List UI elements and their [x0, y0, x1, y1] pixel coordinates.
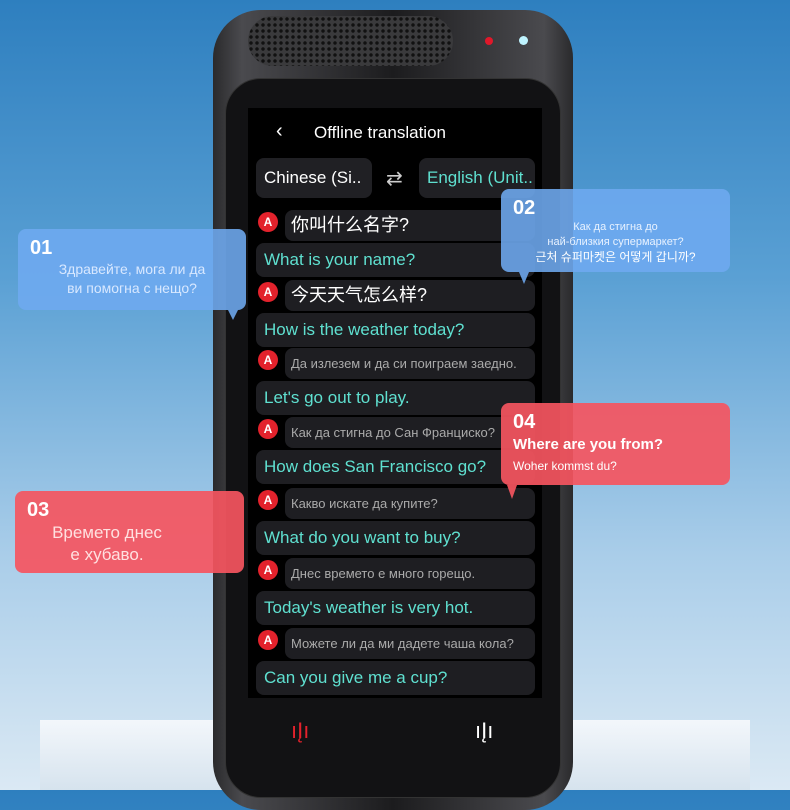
callout-number: 04	[513, 411, 536, 433]
left-voice-button[interactable]: ıĮı	[291, 718, 310, 743]
translated-text: Can you give me a cup?	[256, 661, 535, 695]
speaker-a-badge-icon: A	[258, 560, 278, 580]
callout-02: 02 Как да стигна до най-близкия супермар…	[501, 189, 730, 284]
back-icon[interactable]: ‹	[276, 120, 283, 142]
callout-number: 03	[27, 499, 50, 521]
callout-line: Здравейте, мога ли да	[58, 261, 206, 277]
page-title: Offline translation	[314, 123, 446, 142]
translated-text: Let's go out to play.	[256, 381, 535, 415]
source-text: Днес времето е много горещо.	[285, 558, 535, 589]
source-text: Как да стигна до Сан Франциско?	[285, 417, 535, 448]
callout-line: е хубаво.	[70, 545, 144, 564]
speaker-a-badge-icon: A	[258, 630, 278, 650]
speaker-a-badge-icon: A	[258, 282, 278, 302]
red-led-icon	[485, 37, 493, 45]
callout-line: Как да стигна до	[573, 221, 658, 233]
callout-line: Времето днес	[52, 523, 162, 542]
speaker-a-badge-icon: A	[258, 490, 278, 510]
source-text: Да излезем и да си поиграем заедно.	[285, 348, 535, 379]
callout-line: 근처 슈퍼마켓은 어떻게 갑니까?	[535, 250, 696, 264]
source-language-selector[interactable]: Chinese (Si..	[256, 158, 372, 198]
translated-text: What is your name?	[256, 243, 535, 277]
callout-01: 01 Здравейте, мога ли да ви помогна с не…	[18, 229, 246, 320]
right-voice-button[interactable]: ıĮı	[475, 718, 494, 743]
callout-04: 04 Where are you from? Woher kommst du?	[501, 403, 730, 499]
callout-number: 02	[513, 197, 536, 219]
callout-line: най-близкия супермаркет?	[547, 236, 684, 248]
callout-line: Where are you from?	[513, 436, 664, 453]
header: ‹ Offline translation	[248, 120, 542, 146]
source-text: 你叫什么名字?	[285, 210, 535, 241]
callout-line: Woher kommst du?	[513, 459, 617, 473]
camera-led-icon	[519, 36, 528, 45]
source-text: 今天天气怎么样?	[285, 280, 535, 311]
target-language-selector[interactable]: English (Unit..	[419, 158, 535, 198]
speaker-a-badge-icon: A	[258, 419, 278, 439]
callout-line: ви помогна с нещо?	[67, 280, 197, 296]
callout-number: 01	[30, 237, 53, 259]
translated-text: How is the weather today?	[256, 313, 535, 347]
speaker-a-badge-icon: A	[258, 350, 278, 370]
callout-03: 03 Времето днес е хубаво.	[15, 491, 244, 573]
translated-text: What do you want to buy?	[256, 521, 535, 555]
translated-text: Today's weather is very hot.	[256, 591, 535, 625]
speaker-grille	[248, 16, 453, 66]
source-text: Какво искате да купите?	[285, 488, 535, 519]
translated-text: How does San Francisco go?	[256, 450, 535, 484]
source-text: Можете ли да ми дадете чаша кола?	[285, 628, 535, 659]
speaker-a-badge-icon: A	[258, 212, 278, 232]
swap-icon[interactable]: ⇄	[386, 168, 403, 190]
screen: ‹ Offline translation Chinese (Si.. ⇄ En…	[248, 108, 542, 698]
